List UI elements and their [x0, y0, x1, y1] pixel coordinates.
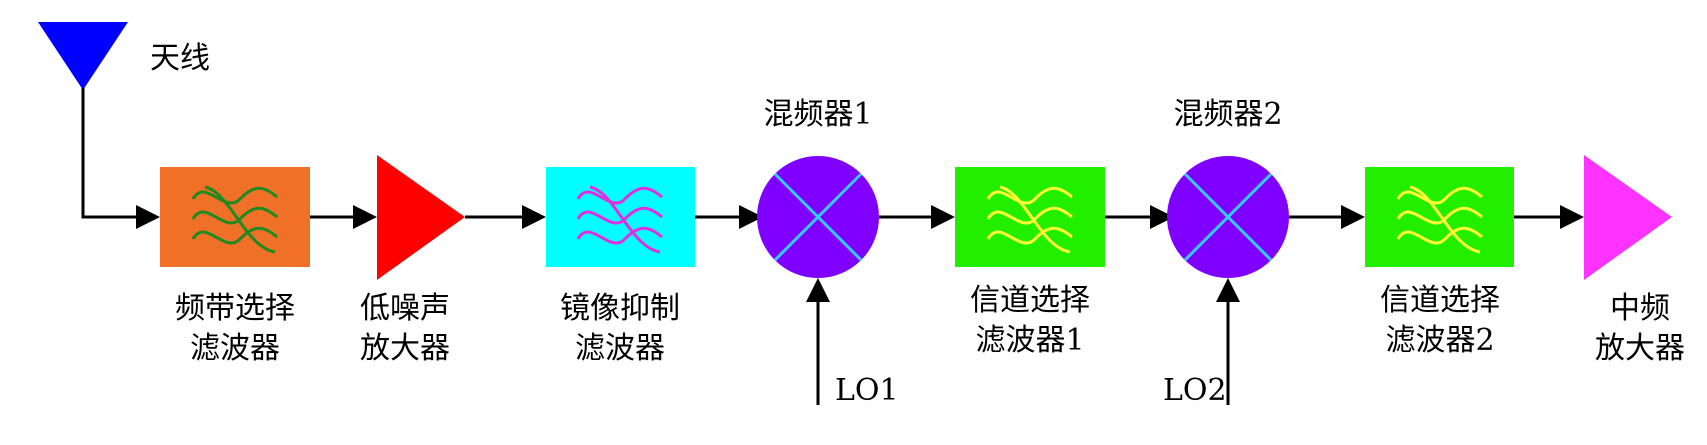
- channel-select-filter-1: [955, 167, 1105, 267]
- mixer1-icon: [757, 156, 879, 278]
- image-filter-label-2: 滤波器: [575, 331, 665, 366]
- antenna-label: 天线: [150, 41, 210, 76]
- lo1-label: LO1: [835, 373, 899, 408]
- arrow-icon: [806, 278, 830, 302]
- if-amp-label-2: 放大器: [1595, 331, 1685, 366]
- mixer1-label: 混频器1: [763, 97, 872, 132]
- chan-filter1-label-2: 滤波器1: [975, 323, 1084, 358]
- arrow-icon: [1341, 205, 1365, 229]
- arrow-icon: [136, 205, 160, 229]
- arrow-heads: [136, 205, 1584, 302]
- lna-amplifier-icon: [377, 155, 465, 280]
- antenna-icon: [38, 22, 128, 90]
- lna-label-2: 放大器: [360, 331, 450, 366]
- band-filter-label-2: 滤波器: [190, 331, 280, 366]
- lna-label-1: 低噪声: [360, 291, 450, 326]
- arrow-icon: [353, 205, 377, 229]
- if-amp-label-1: 中频: [1610, 291, 1670, 326]
- channel-select-filter-2: [1365, 167, 1514, 267]
- arrow-icon: [931, 205, 955, 229]
- arrow-icon: [739, 205, 763, 229]
- arrow-icon: [1216, 278, 1240, 302]
- lo2-label: LO2: [1163, 373, 1227, 408]
- band-filter-label-1: 频带选择: [175, 291, 295, 326]
- band-select-filter: [160, 167, 310, 267]
- chan-filter2-label-2: 滤波器2: [1385, 323, 1494, 358]
- arrow-icon: [1560, 205, 1584, 229]
- arrow-icon: [522, 205, 546, 229]
- mixer2-label: 混频器2: [1173, 97, 1282, 132]
- chan-filter2-label-1: 信道选择: [1380, 283, 1500, 318]
- image-reject-filter: [546, 167, 695, 267]
- arrow-icon: [1150, 205, 1174, 229]
- mixer2-icon: [1167, 156, 1289, 278]
- if-amplifier-icon: [1584, 155, 1672, 280]
- chan-filter1-label-1: 信道选择: [970, 283, 1090, 318]
- image-filter-label-1: 镜像抑制: [560, 291, 680, 326]
